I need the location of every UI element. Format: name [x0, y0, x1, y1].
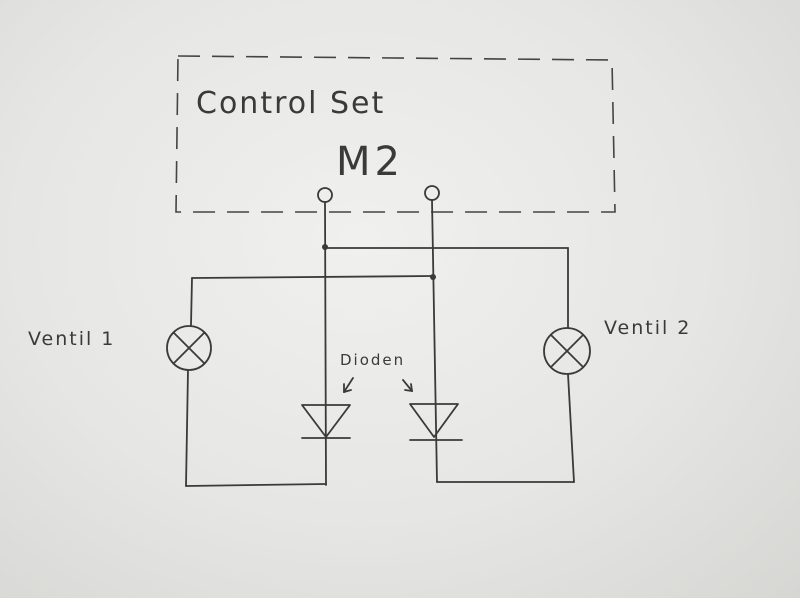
valve-1-label: Ventil 1 [28, 328, 115, 350]
model-label: M2 [336, 139, 404, 185]
terminal-left-icon [317, 187, 333, 203]
control-set-title: Control Set [196, 86, 385, 121]
wire-left-up [190, 277, 193, 326]
control-set-box [175, 55, 616, 213]
junction-dot [322, 244, 328, 250]
valve-1-lamp-icon [166, 325, 212, 371]
wire-right-down [567, 373, 575, 483]
valve-2-lamp-icon [543, 327, 591, 375]
diode-right-icon [409, 403, 463, 441]
wire-left-down [185, 369, 189, 487]
wire-left-bottom [185, 483, 327, 487]
arrow-to-right-diode-icon [402, 379, 413, 392]
junction-dot [430, 274, 436, 280]
arrow-to-left-diode-icon [343, 377, 354, 393]
diode-left-icon [301, 404, 351, 439]
wire-lower-horizontal [191, 275, 434, 279]
terminal-right-icon [424, 185, 440, 201]
diodes-label: Dioden [340, 351, 405, 369]
valve-2-label: Ventil 2 [604, 317, 691, 339]
